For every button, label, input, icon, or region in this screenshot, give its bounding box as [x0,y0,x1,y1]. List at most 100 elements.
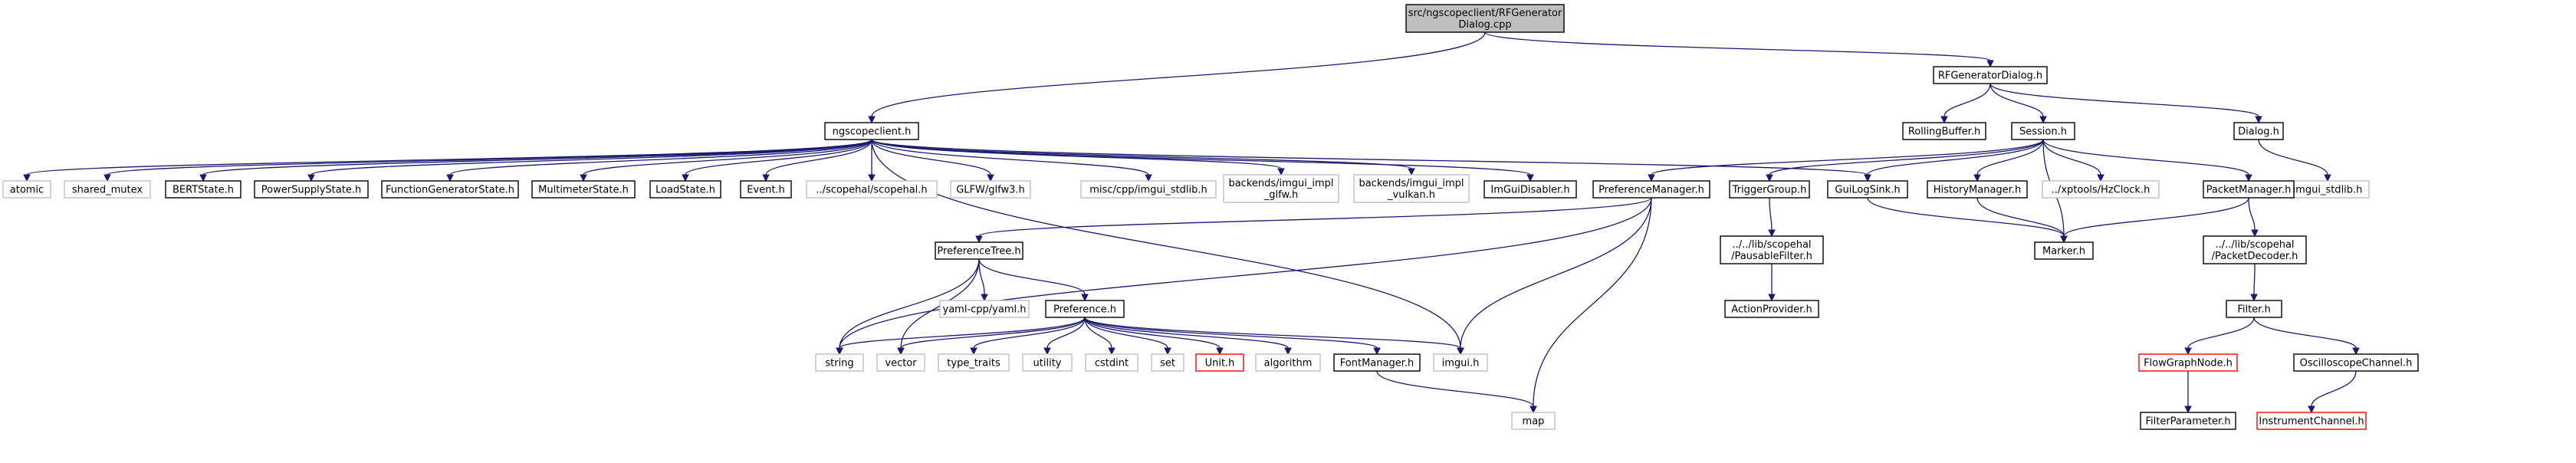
edge-arrowhead [868,174,876,182]
node-label: cstdint [1095,358,1129,369]
edge-line [871,139,1149,176]
node-box [1195,353,1244,372]
edge-arrowhead [104,174,111,182]
node-box [2034,241,2094,260]
edge-PreferenceManager_h-to-map [1530,197,1652,414]
edge-arrowhead [1940,116,1948,124]
node-PreferenceTree-h[interactable]: PreferenceTree.h [935,241,1024,260]
node-box [2011,122,2075,140]
node-BERTState-h[interactable]: BERTState.h [165,180,242,199]
edge-Preference_h-to-Unit_h [1084,317,1224,356]
node-box [1405,4,1565,33]
node-label: PacketManager.h [2206,185,2292,196]
node-box [1720,235,1824,264]
node-FlowGraphNode-h[interactable]: FlowGraphNode.h [2138,353,2238,372]
edges-layer [23,31,2360,414]
node-label: GuiLogSink.h [1835,185,1900,196]
edge-arrowhead [446,174,454,182]
edge-arrowhead [2039,116,2047,124]
edge-line [2248,197,2256,231]
edge-arrowhead [2250,294,2258,302]
node-cstdint: cstdint [1085,353,1138,372]
node-label: _vulkan.h [1387,189,1435,201]
node-HistoryManager-h[interactable]: HistoryManager.h [1927,180,2028,199]
nodes-layer: src/ngscopeclient/RFGeneratorDialog.cpp n… [2,4,2419,430]
node-FunctionGeneratorState-h[interactable]: FunctionGeneratorState.h [381,180,519,199]
node-PowerSupplyState-h[interactable]: PowerSupplyState.h [254,180,369,199]
node-label: imgui_stdlib.h [2293,185,2363,196]
node-label: Event.h [747,185,785,196]
edge-arrowhead [1373,347,1381,356]
node-box [740,180,792,199]
edge-arrowhead [2324,174,2331,182]
edge-line [1990,83,2044,117]
node-InstrumentChannel-h[interactable]: InstrumentChannel.h [2256,412,2367,430]
node-box [806,180,938,199]
node-OscilloscopeChannel-h[interactable]: OscilloscopeChannel.h [2293,353,2419,372]
edge-FlowGraphNode_h-to-FilterParameter_h [2184,370,2192,414]
edge-PausableFilter_h-to-ActionProvider_h [1768,263,1776,302]
edge-arrowhead [1766,174,1773,182]
edge-line [1944,83,1991,117]
node-GuiLogSink-h[interactable]: GuiLogSink.h [1827,180,1908,199]
edge-line [2311,370,2357,407]
edge-ngscopeclient_h-to-imgui_impl_vulkan [871,139,1415,176]
edge-line [1084,317,1461,349]
edge-root-to-ngscopeclient_h [868,31,1486,124]
node-label: set [1160,358,1175,369]
node-PausableFilter-h[interactable]: ../../lib/scopehal/PausableFilter.h [1720,235,1824,264]
node-Marker-h[interactable]: Marker.h [2034,241,2094,260]
node-FontManager-h[interactable]: FontManager.h [1333,353,1421,372]
node-box [381,180,519,199]
node-box [1433,353,1488,372]
edge-arrowhead [981,294,988,302]
edge-Preference_h-to-utility [1043,317,1086,356]
node-Preference-h[interactable]: Preference.h [1045,300,1125,318]
node-root[interactable]: src/ngscopeclient/RFGeneratorDialog.cpp [1405,4,1565,33]
edge-line [1084,317,1112,349]
edge-line [839,197,1652,349]
edge-arrowhead [1277,168,1285,176]
node-ngscopeclient-h[interactable]: ngscopeclient.h [824,122,919,140]
node-Event-h[interactable]: Event.h [740,180,792,199]
edge-Session_h-to-HzClock_h [2042,139,2104,182]
node-RollingBuffer-h[interactable]: RollingBuffer.h [1902,122,1986,140]
node-Unit-h[interactable]: Unit.h [1195,353,1244,372]
edge-line [2063,197,2249,237]
node-PacketManager-h[interactable]: PacketManager.h [2203,180,2295,199]
edge-arrowhead [1164,347,1171,356]
node-ActionProvider-h[interactable]: ActionProvider.h [1724,300,1819,318]
node-box [1511,412,1556,430]
edge-line [1084,317,1168,349]
edge-line [2253,317,2357,349]
edge-line [1084,317,1289,349]
edge-Preference_h-to-string [836,317,1086,356]
node-LoadState-h[interactable]: LoadState.h [649,180,721,199]
node-label: FunctionGeneratorState.h [386,185,514,196]
node-box [1022,353,1073,372]
node-label: Marker.h [2042,246,2085,258]
edge-arrowhead [1081,294,1089,302]
node-label: FilterParameter.h [2145,416,2230,428]
edge-PreferenceTree_h-to-Preference_h [978,258,1089,302]
edge-ngscopeclient_h-to-LoadState_h [682,139,872,182]
node-Filter-h[interactable]: Filter.h [2226,300,2282,318]
node-MultimeterState-h[interactable]: MultimeterState.h [531,180,636,199]
node-PreferenceManager-h[interactable]: PreferenceManager.h [1592,180,1710,199]
node-FilterParameter-h[interactable]: FilterParameter.h [2140,412,2236,430]
node-PacketDecoder-h[interactable]: ../../lib/scopehal/PacketDecoder.h [2203,235,2307,264]
node-RFGeneratorDialog-h[interactable]: RFGeneratorDialog.h [1933,66,2048,84]
node-label: InstrumentChannel.h [2259,416,2364,428]
node-label: GLFW/glfw3.h [956,185,1025,196]
edge-line [449,139,872,176]
node-TriggerGroup-h[interactable]: TriggerGroup.h [1729,180,1810,199]
node-Session-h[interactable]: Session.h [2011,122,2075,140]
edge-arrowhead [307,174,315,182]
node-Dialog-h[interactable]: Dialog.h [2233,122,2284,140]
edge-line [1484,31,1991,61]
edge-arrowhead [2255,116,2262,124]
edge-line [765,139,872,176]
node-ImGuiDisabler-h[interactable]: ImGuiDisabler.h [1484,180,1577,199]
node-label: ../xptools/HzClock.h [2052,185,2150,196]
node-box [1353,174,1470,203]
